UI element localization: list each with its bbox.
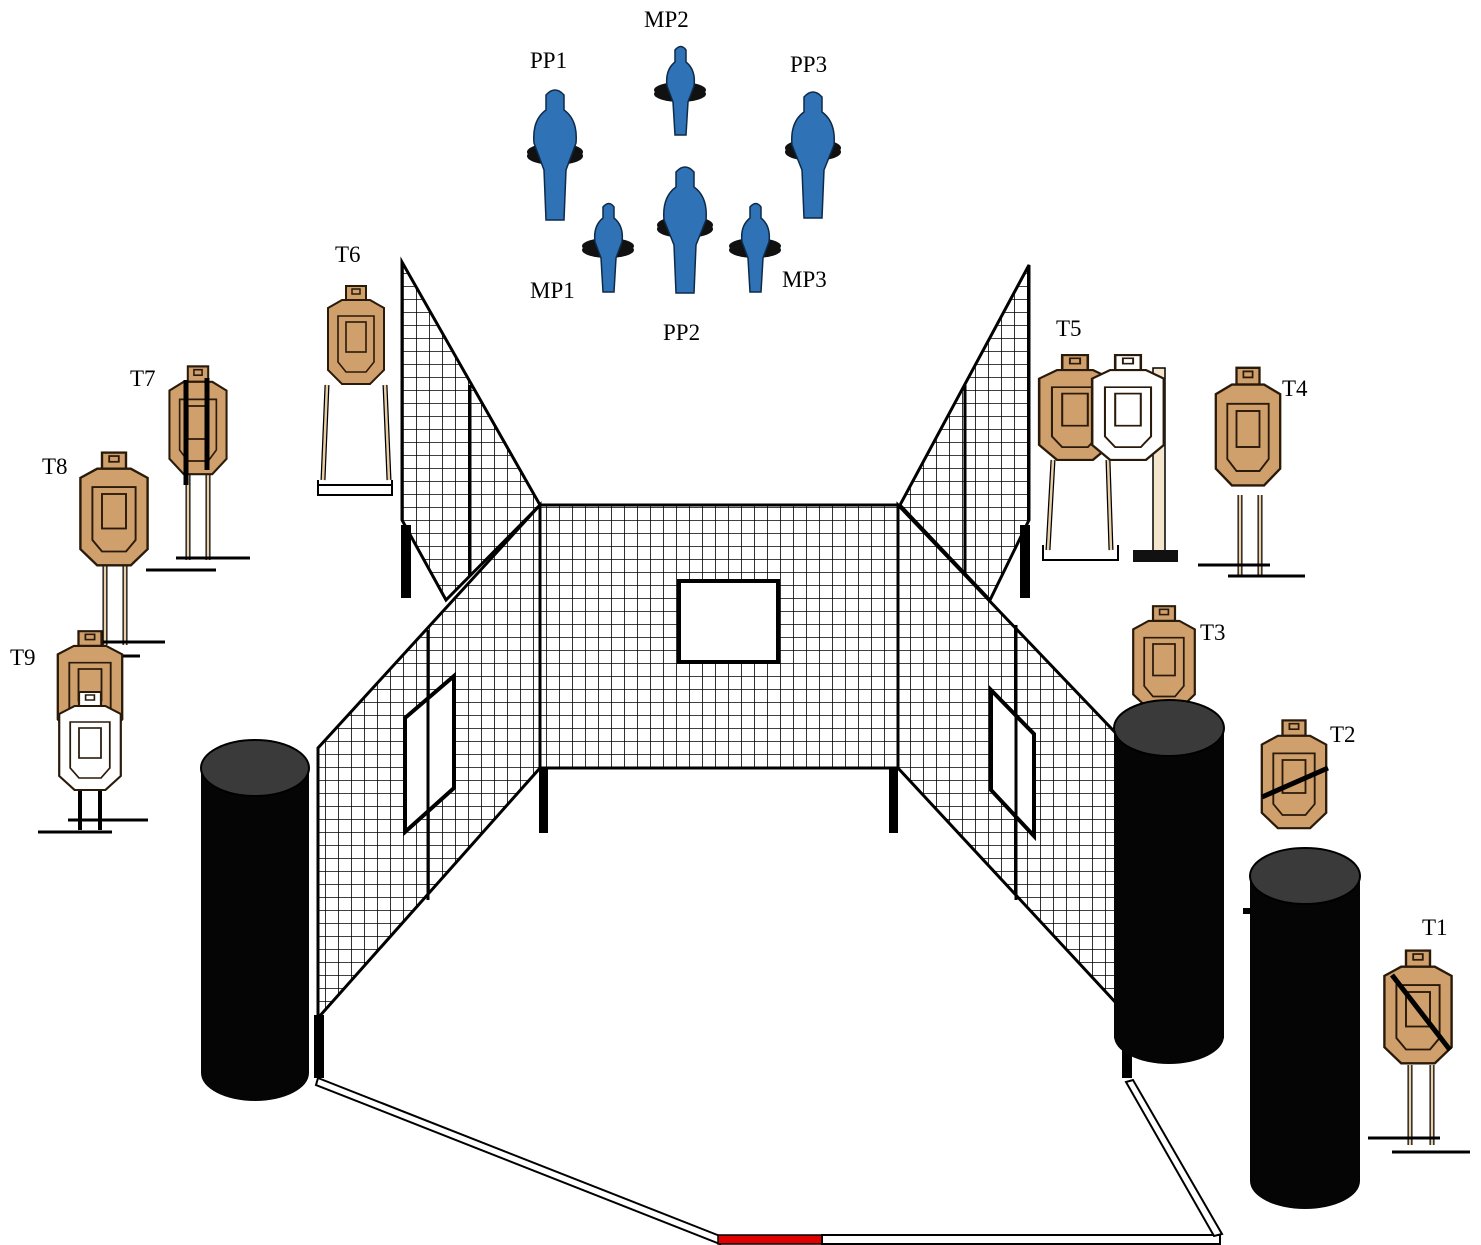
barrel-right-far	[1243, 847, 1361, 1209]
label-t6: T6	[335, 242, 361, 267]
label-t9: T9	[10, 645, 36, 670]
target-t9	[38, 630, 148, 834]
label-t2: T2	[1330, 722, 1356, 747]
target-t8	[79, 451, 165, 658]
label-t5: T5	[1056, 316, 1082, 341]
wall-left-back	[400, 256, 542, 603]
label-t7: T7	[130, 366, 156, 391]
barrel-left	[200, 739, 310, 1101]
label-t8: T8	[42, 454, 68, 479]
popper-mp2	[654, 45, 706, 136]
target-t2	[1260, 719, 1330, 830]
target-t4	[1198, 366, 1305, 578]
label-mp2: MP2	[644, 7, 689, 32]
popper-pp1	[527, 89, 583, 221]
target-t1	[1368, 949, 1470, 1154]
target-t3	[1132, 605, 1196, 711]
start-position-marker	[717, 1234, 823, 1245]
popper-mp3	[729, 202, 781, 293]
wall-back	[538, 503, 900, 833]
label-t3: T3	[1200, 620, 1226, 645]
fault-line	[314, 1076, 1224, 1245]
popper-pp2	[657, 166, 713, 294]
label-pp1: PP1	[530, 48, 567, 73]
target-t6	[317, 285, 393, 496]
label-pp2: PP2	[663, 320, 700, 345]
popper-pp3	[785, 91, 841, 219]
label-pp3: PP3	[790, 52, 827, 77]
popper-mp1	[582, 202, 634, 293]
label-mp3: MP3	[782, 267, 827, 292]
wall-right-side	[896, 501, 1132, 1078]
label-t4: T4	[1282, 376, 1308, 401]
barrel-right-front	[1113, 699, 1225, 1064]
window-back	[677, 579, 780, 664]
label-mp1: MP1	[530, 278, 575, 303]
wall-left-side	[314, 501, 542, 1078]
target-t7	[146, 365, 250, 572]
label-t1: T1	[1422, 915, 1448, 940]
target-t5	[1037, 353, 1178, 562]
window-right	[989, 685, 1036, 842]
